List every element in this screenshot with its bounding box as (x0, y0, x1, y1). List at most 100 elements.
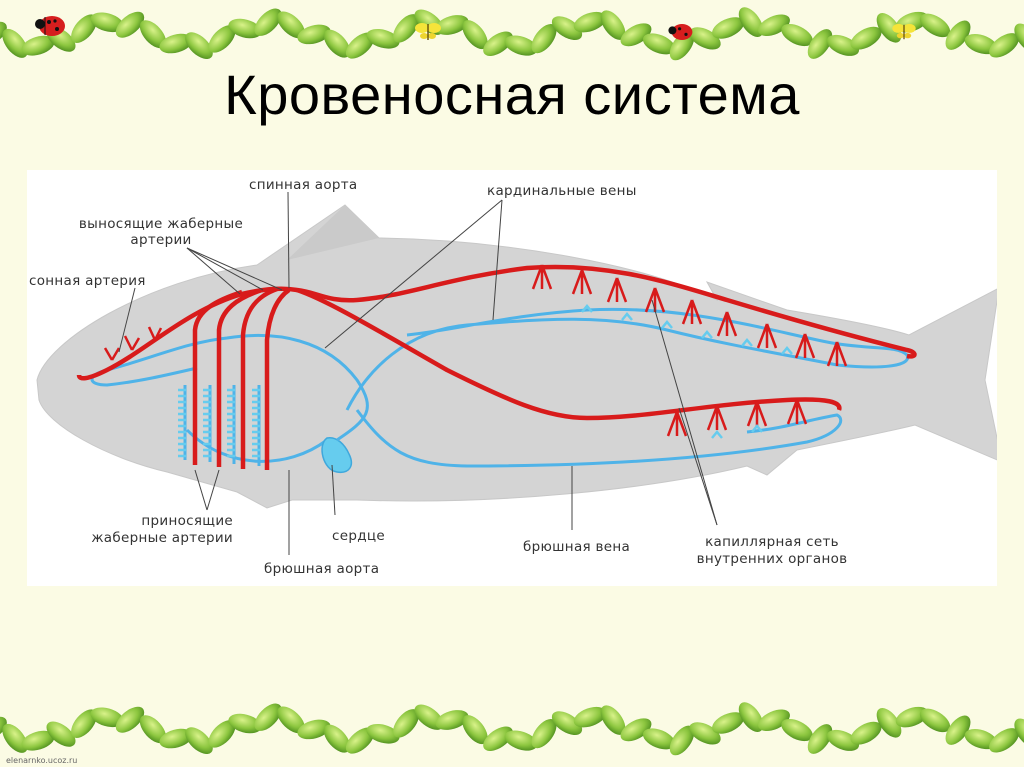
capillary-network-lower (666, 399, 808, 437)
leaf-shape (139, 20, 167, 49)
capillary-fork (681, 299, 703, 325)
label-heart: сердце (332, 528, 385, 544)
leaf-shape (712, 712, 744, 734)
leaf-shape (531, 23, 557, 54)
leaf-shape (573, 11, 607, 33)
leaf-shape (919, 13, 951, 38)
leaf-shape (254, 703, 282, 731)
dorsal-aorta (76, 264, 917, 381)
venule-mark (781, 346, 793, 355)
label-efferent-gill-arteries-1: выносящие жаберные (78, 216, 244, 232)
leaf-shape (185, 32, 213, 60)
dorsal-aorta-lower-branch (296, 287, 842, 421)
leaf-shape (919, 708, 951, 733)
fish-body (36, 204, 997, 509)
capillary-fork (756, 323, 778, 349)
leaf-shape (115, 706, 145, 733)
leaf-shape (2, 28, 28, 58)
capillary-fork (826, 341, 848, 367)
butterfly-icon (892, 23, 916, 40)
leaf-shape (208, 25, 236, 53)
leaf-shape (297, 719, 331, 740)
leaf-shape (781, 23, 813, 47)
bottom-leaf-garland (0, 702, 1024, 756)
leaf-shape (738, 702, 764, 732)
leaf-shape (876, 13, 902, 43)
venule-mark (711, 430, 723, 439)
leaf-shape (1014, 23, 1024, 53)
leaf-shape (297, 24, 331, 45)
capillary-venules (581, 304, 793, 439)
leaf-shape (669, 725, 695, 756)
leaf-shape (159, 728, 193, 749)
leaf-shape (366, 723, 400, 744)
venule-mark (621, 312, 633, 321)
leaf-shape (807, 724, 833, 754)
butterfly-icon (415, 23, 441, 40)
label-dorsal-aorta: спинная аорта (249, 177, 358, 193)
leaf-shape (323, 724, 351, 753)
capillary-fork (706, 405, 728, 431)
posterior-cardinal-vein (345, 307, 910, 411)
ladybug-icon (668, 24, 693, 40)
leaf-shape (462, 20, 488, 50)
label-carotid-artery: сонная артерия (29, 273, 146, 289)
leaf-shape (90, 707, 124, 728)
leaf-shape (504, 35, 538, 56)
leaf-shape (185, 727, 213, 755)
leaf-shape (115, 11, 145, 38)
leaf-shape (620, 718, 652, 742)
leaf-shape (620, 23, 652, 47)
leaf-shape (254, 8, 282, 36)
leaf-shape (945, 20, 971, 50)
capillary-fork (666, 411, 688, 437)
capillary-fork (644, 287, 666, 313)
leaf-shape (345, 727, 375, 754)
venule-mark (581, 304, 593, 313)
leaf-shape (989, 728, 1019, 753)
venule-mark (751, 424, 763, 433)
leaf-shape (435, 15, 469, 35)
leaf-shape (826, 729, 860, 751)
fish-diagram-svg (36, 191, 997, 555)
leaf-shape (277, 706, 305, 734)
leaf-shape (159, 33, 193, 54)
leaf-shape (393, 709, 419, 738)
leaf-shape (551, 711, 583, 736)
leaf-shape (71, 14, 97, 43)
carotid-artery-branches (103, 326, 163, 361)
leaf-shape (46, 721, 76, 747)
leaf-shape (208, 720, 236, 748)
label-capillary-network-2: внутренних органов (696, 551, 848, 567)
leaf-shape (600, 10, 626, 40)
label-cardinal-veins: кардинальные вены (487, 183, 637, 199)
capillary-fork (746, 401, 768, 427)
credit-text: elenarnko.ucoz.ru (6, 756, 78, 765)
venule-mark (661, 320, 673, 329)
leaf-shape (483, 31, 513, 57)
leaf-shape (21, 35, 55, 56)
capillary-fork (716, 311, 738, 337)
leaf-shape (642, 728, 676, 750)
slide-title: Кровеносная система (224, 63, 800, 126)
leaf-shape (483, 726, 513, 752)
leaf-shape (435, 710, 469, 730)
leaf-shape (139, 715, 167, 744)
leaf-shape (600, 705, 626, 735)
dorsal-fin (287, 205, 379, 260)
leaf-shape (531, 718, 557, 749)
venule-mark (701, 330, 713, 339)
top-leaf-garland (0, 7, 1024, 61)
leaf-shape (393, 14, 419, 43)
label-abdominal-vein: брюшная вена (523, 539, 631, 555)
cardinal-vein-loop (90, 333, 369, 442)
leaf-shape (850, 26, 882, 50)
gill-capillaries (178, 388, 260, 458)
leaf-shape (228, 713, 262, 734)
leaf-shape (21, 730, 55, 751)
leaf-shape (712, 17, 744, 39)
label-afferent-gill-arteries-2: жаберные артерии (91, 530, 233, 546)
leaf-shape (90, 12, 124, 33)
heart-shape (321, 436, 353, 474)
leaf-shape (850, 721, 882, 745)
